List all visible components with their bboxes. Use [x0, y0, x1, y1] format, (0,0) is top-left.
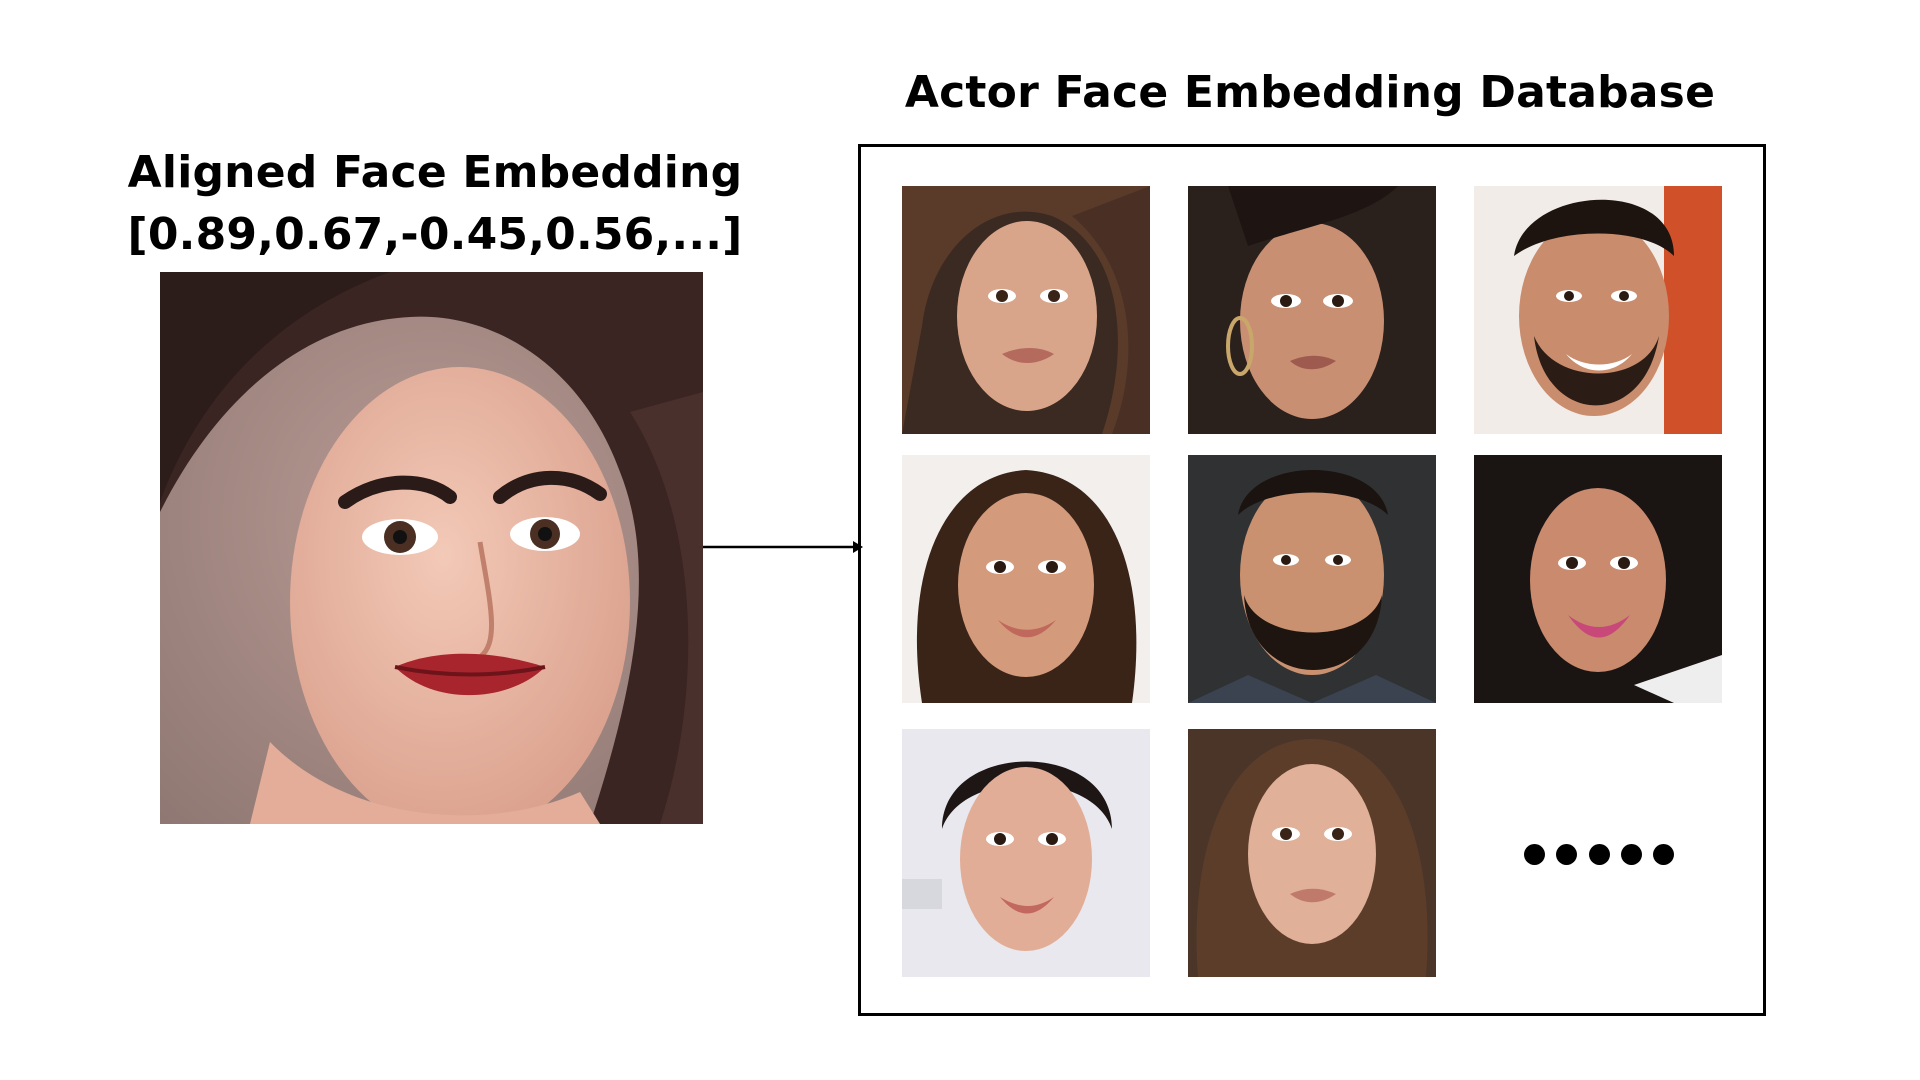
query-title: Aligned Face Embedding — [127, 147, 743, 198]
actor-face-tile-5 — [1188, 455, 1436, 703]
actor-face-tile-7 — [902, 729, 1150, 977]
actor-face-tile-6 — [1474, 455, 1722, 703]
actor-face-tile-8 — [1188, 729, 1436, 977]
embedding-vector-label: [0.89,0.67,-0.45,0.56,...] — [127, 209, 743, 260]
actor-face-tile-3 — [1474, 186, 1722, 434]
database-box — [858, 144, 1766, 1016]
actor-face-tile-4 — [902, 455, 1150, 703]
ellipsis-dot — [1556, 844, 1578, 865]
arrow-icon — [703, 541, 863, 553]
actor-face-tile-2 — [1188, 186, 1436, 434]
aligned-face-image — [160, 272, 703, 824]
database-title: Actor Face Embedding Database — [904, 67, 1716, 118]
more-items-ellipsis-icon — [1524, 844, 1674, 868]
actor-face-tile-1 — [902, 186, 1150, 434]
ellipsis-dot — [1588, 844, 1610, 865]
ellipsis-dot — [1620, 844, 1642, 865]
ellipsis-dot — [1653, 844, 1674, 865]
ellipsis-dot — [1524, 844, 1545, 865]
